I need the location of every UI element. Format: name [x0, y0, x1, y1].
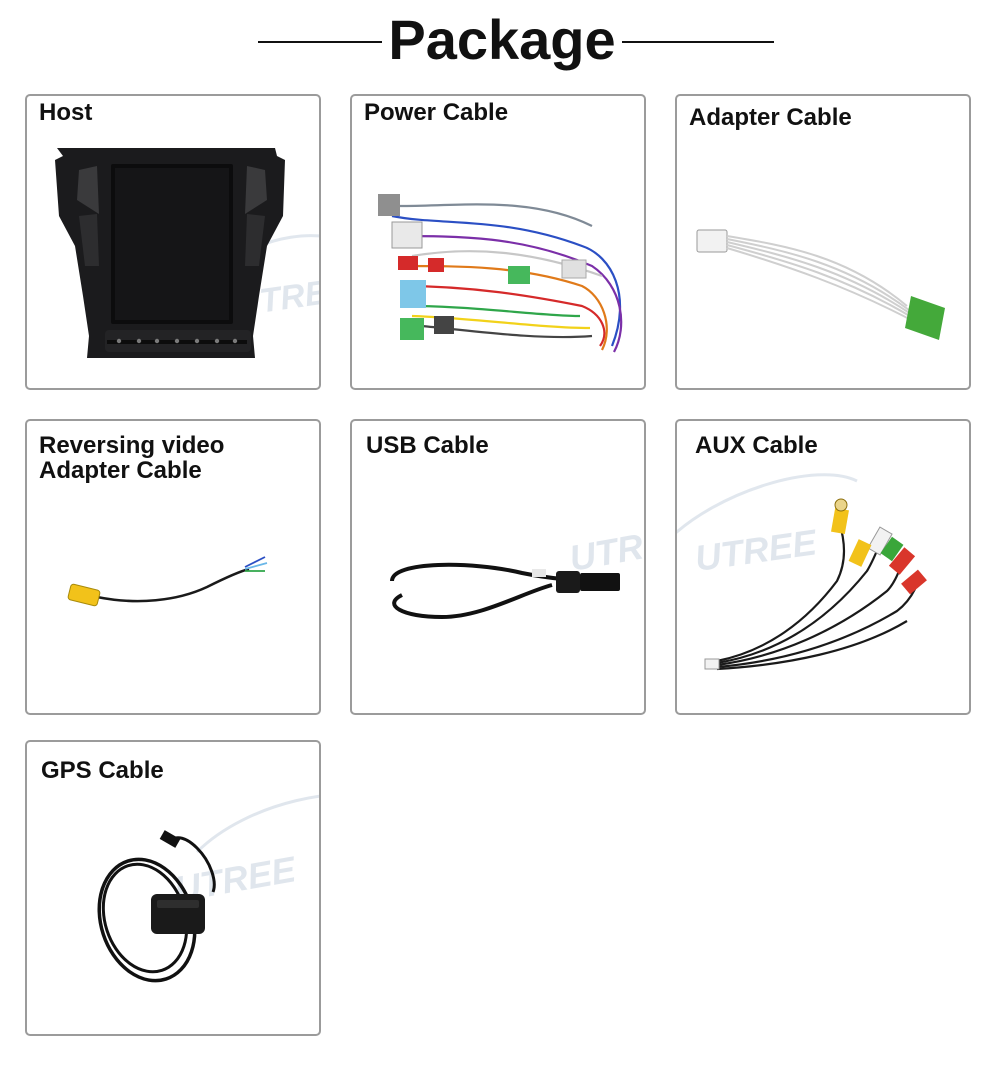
item-label: Host	[39, 99, 93, 126]
rca-video-cable-icon	[67, 556, 268, 607]
package-item-power-cable: Power Cable	[350, 94, 646, 390]
svg-text:UTREE: UTREE	[692, 521, 820, 579]
watermark: UTREE	[566, 517, 644, 579]
package-item-host: UTREE Host	[25, 94, 321, 390]
item-label: Power Cable	[364, 99, 509, 126]
item-label: Adapter Cable	[689, 104, 852, 131]
svg-text:UTREE: UTREE	[566, 517, 644, 579]
package-item-aux-cable: UTREE AUX Cable	[675, 419, 971, 715]
item-label: GPS Cable	[41, 757, 164, 784]
package-item-usb-cable: UTREE USB Cable	[350, 419, 646, 715]
rca-aux-cable-icon: UTREE	[677, 473, 927, 671]
wiring-harness-icon	[378, 194, 623, 353]
adapter-cable-icon	[696, 229, 945, 340]
page-title: Package	[388, 8, 616, 71]
header-rule-right	[622, 41, 774, 43]
item-label: USB Cable	[366, 432, 489, 459]
item-label: AUX Cable	[695, 432, 818, 459]
package-item-adapter-cable: Adapter Cable	[675, 94, 971, 390]
package-header: Package	[0, 0, 1000, 80]
car-stereo-head-unit-icon: UTREE	[55, 148, 319, 358]
item-label-line2: Adapter Cable	[39, 457, 202, 484]
watermark: UTREE	[171, 794, 319, 910]
header-rule-left	[258, 41, 382, 43]
package-item-reversing-video-adapter-cable: Reversing video Adapter Cable	[25, 419, 321, 715]
item-label: Reversing video	[39, 432, 225, 459]
package-item-gps-cable: UTREE GPS Cable	[25, 740, 321, 1036]
usb-cable-icon: UTREE	[390, 517, 644, 620]
watermark: UTREE	[677, 473, 858, 579]
gps-antenna-icon: UTREE	[97, 794, 319, 983]
